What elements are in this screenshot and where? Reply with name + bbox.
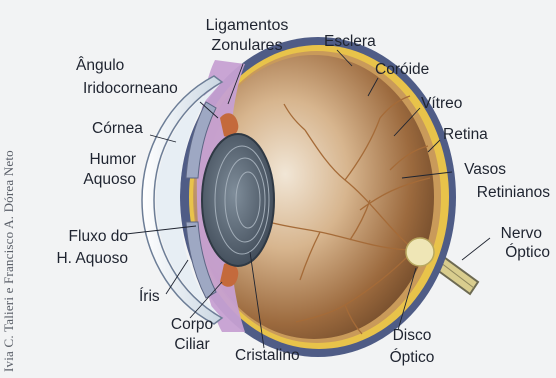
label-corpo-line1: Corpo [162,315,222,335]
label-esclera: Esclera [324,33,376,50]
label-ligamentos-zonulares: Ligamentos Zonulares [188,16,306,56]
label-disco-line2: Óptico [382,347,442,369]
label-angulo-iridocorneano: Ângulo Iridocorneano [76,54,178,100]
label-coroide: Coróide [375,61,429,78]
image-credit: Ivia C. Talieri e Francisco A. Dórea Net… [1,150,17,372]
label-angulo-line1: Ângulo [76,54,178,77]
label-corpo-ciliar: Corpo Ciliar [162,315,222,355]
label-vasos-line1: Vasos [440,158,506,181]
label-ligamentos-line2: Zonulares [188,36,306,56]
label-nervo-line2: Óptico [480,243,550,262]
label-corpo-line2: Ciliar [162,335,222,355]
label-iris: Íris [139,288,160,305]
label-disco-optico: Disco Óptico [382,325,442,369]
label-cornea: Córnea [92,120,143,137]
label-disco-line1: Disco [382,325,442,347]
lens [202,134,274,266]
label-fluxo-line1: Fluxo do [38,226,128,248]
optic-disc [406,238,434,266]
label-humor-line1: Humor [56,150,136,170]
label-vasos-line2: Retinianos [440,181,550,204]
label-cristalino: Cristalino [235,347,300,364]
label-nervo-optico: Nervo Óptico [480,224,550,262]
label-fluxo-line2: H. Aquoso [38,248,128,270]
label-vasos-retinianos: Vasos Retinianos [440,158,550,204]
label-nervo-line1: Nervo [480,224,542,243]
label-retina: Retina [443,126,488,143]
label-fluxo-h-aquoso: Fluxo do H. Aquoso [38,226,128,270]
label-vitreo: Vítreo [421,95,462,112]
label-ligamentos-line1: Ligamentos [188,16,306,36]
label-humor-aquoso: Humor Aquoso [56,150,136,190]
label-angulo-line2: Iridocorneano [83,77,178,100]
label-humor-line2: Aquoso [56,170,136,190]
